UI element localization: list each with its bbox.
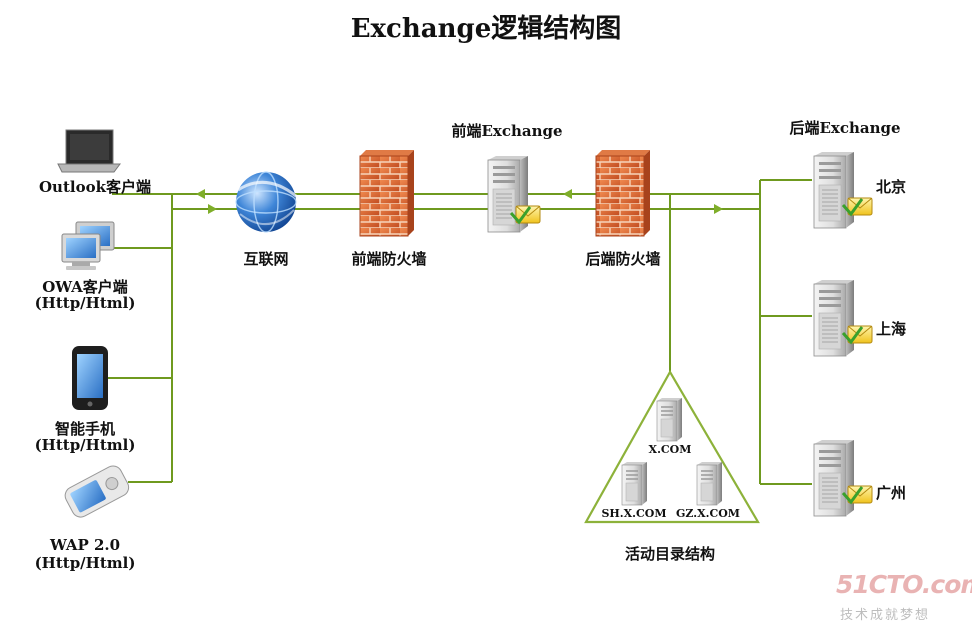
client-label-outlook: Outlook客户端 <box>38 178 151 196</box>
exchange-server-guangzhou-icon <box>813 439 874 517</box>
laptop-icon <box>57 129 121 173</box>
server-label-beijing: 北京 <box>876 178 907 196</box>
client-sub-wap: (Http/Html) <box>34 554 136 572</box>
wap-phone-icon <box>64 465 130 518</box>
ad-gz-server-icon <box>696 461 723 506</box>
ad-sh-label: SH.X.COM <box>601 507 667 520</box>
front-exchange-label: 前端Exchange <box>451 122 563 140</box>
watermark-brand: 51CTO.com <box>836 570 972 599</box>
back-firewall-icon <box>595 150 650 237</box>
traffic-arrows <box>196 189 723 214</box>
client-sub-owa: (Http/Html) <box>34 294 136 312</box>
back-exchange-label: 后端Exchange <box>789 119 901 137</box>
connection-lines <box>108 179 812 485</box>
ad-root-label: X.COM <box>648 443 692 456</box>
exchange-server-beijing-icon <box>813 151 874 229</box>
active-directory-triangle <box>584 369 760 524</box>
client-label-owa: OWA客户端 <box>42 278 128 296</box>
ad-sh-server-icon <box>621 461 648 506</box>
exchange-server-shanghai-icon <box>813 279 874 357</box>
client-label-wap: WAP 2.0 <box>49 536 121 554</box>
ad-label: 活动目录结构 <box>624 545 715 563</box>
server-label-guangzhou: 广州 <box>876 484 907 502</box>
ad-gz-label: GZ.X.COM <box>676 507 740 520</box>
ad-root-server-icon <box>656 397 683 442</box>
watermark-slogan: 技术成就梦想 <box>840 608 931 623</box>
front-firewall-label: 前端防火墙 <box>351 250 427 268</box>
smartphone-icon <box>72 346 108 410</box>
back-firewall-label: 后端防火墙 <box>585 250 661 268</box>
client-label-smartphone: 智能手机 <box>54 420 115 438</box>
internet-label: 互联网 <box>243 250 289 268</box>
diagram-title: Exchange逻辑结构图 <box>350 14 622 44</box>
desktop-computers-icon <box>61 221 115 270</box>
client-sub-smartphone: (Http/Html) <box>34 436 136 454</box>
front-firewall-icon <box>359 150 414 237</box>
internet-globe-icon <box>235 171 297 233</box>
server-label-shanghai: 上海 <box>876 320 907 338</box>
